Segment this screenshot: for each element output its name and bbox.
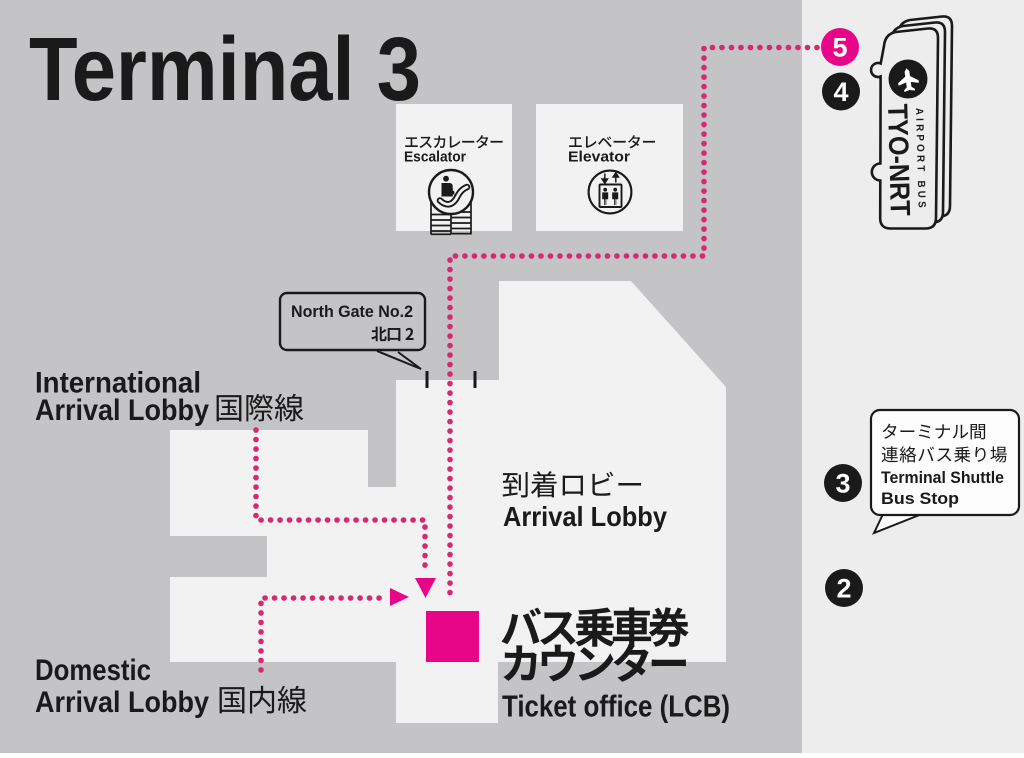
svg-text:Elevator: Elevator: [568, 149, 630, 166]
svg-text:Bus Stop: Bus Stop: [881, 490, 959, 508]
svg-text:International: International: [35, 367, 201, 400]
svg-text:Arrival Lobby: Arrival Lobby: [35, 394, 209, 427]
svg-text:Terminal 3: Terminal 3: [29, 20, 421, 120]
svg-text:5: 5: [832, 33, 847, 63]
svg-text:TYO-NRT: TYO-NRT: [882, 103, 916, 216]
svg-text:Domestic: Domestic: [35, 654, 151, 687]
svg-text:Arrival Lobby: Arrival Lobby: [35, 686, 209, 719]
svg-text:Escalator: Escalator: [404, 149, 466, 166]
svg-text:Arrival Lobby: Arrival Lobby: [503, 501, 667, 532]
svg-text:4: 4: [833, 77, 848, 107]
svg-text:Ticket office (LCB): Ticket office (LCB): [502, 690, 730, 724]
svg-text:AIRPORT BUS: AIRPORT BUS: [913, 108, 928, 211]
svg-text:Terminal Shuttle: Terminal Shuttle: [881, 469, 1004, 487]
svg-text:North Gate No.2: North Gate No.2: [291, 302, 413, 321]
svg-text:3: 3: [835, 469, 850, 499]
svg-text:2: 2: [836, 574, 851, 604]
